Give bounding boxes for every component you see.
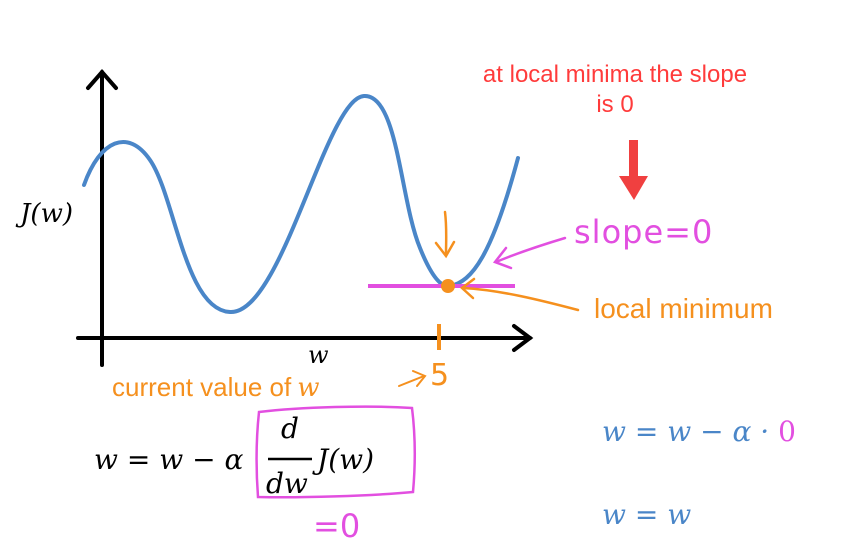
local-minimum-note: local minimum	[594, 293, 773, 324]
callout-arrow-icon	[619, 140, 648, 200]
x-axis-label: w	[308, 341, 329, 369]
axes	[76, 68, 534, 367]
slope-zero-note: slope=0	[574, 213, 713, 251]
x-axis-arrowhead	[512, 324, 534, 352]
callout-line-2: is 0	[596, 91, 634, 118]
local-minimum-point	[441, 279, 455, 293]
callout-line-1: at local minima the slope	[482, 61, 748, 88]
y-axis-arrowhead	[86, 68, 118, 90]
substituted-equation: w = w − α · 0	[602, 415, 796, 448]
current-value-arrow-icon	[398, 370, 427, 387]
derivative-numerator: d	[281, 412, 299, 445]
update-equation-suffix: J(w)	[312, 443, 374, 476]
derivative-highlight-box	[255, 405, 416, 499]
minimum-pointer-arrow-icon	[460, 277, 580, 312]
slope-pointer-arrow-icon	[492, 236, 567, 270]
tick-label-5: 5	[430, 358, 449, 393]
down-arrow-icon	[434, 210, 456, 259]
update-equation-prefix: w = w − α	[94, 443, 243, 476]
derivative-denominator: dw	[266, 467, 308, 500]
result-equation: w = w	[602, 498, 691, 531]
cost-curve	[82, 93, 520, 315]
equals-zero-note: =0	[313, 507, 360, 545]
slope-callout: at local minima the slope is 0	[380, 60, 850, 120]
y-axis-label: J(w)	[15, 199, 73, 229]
